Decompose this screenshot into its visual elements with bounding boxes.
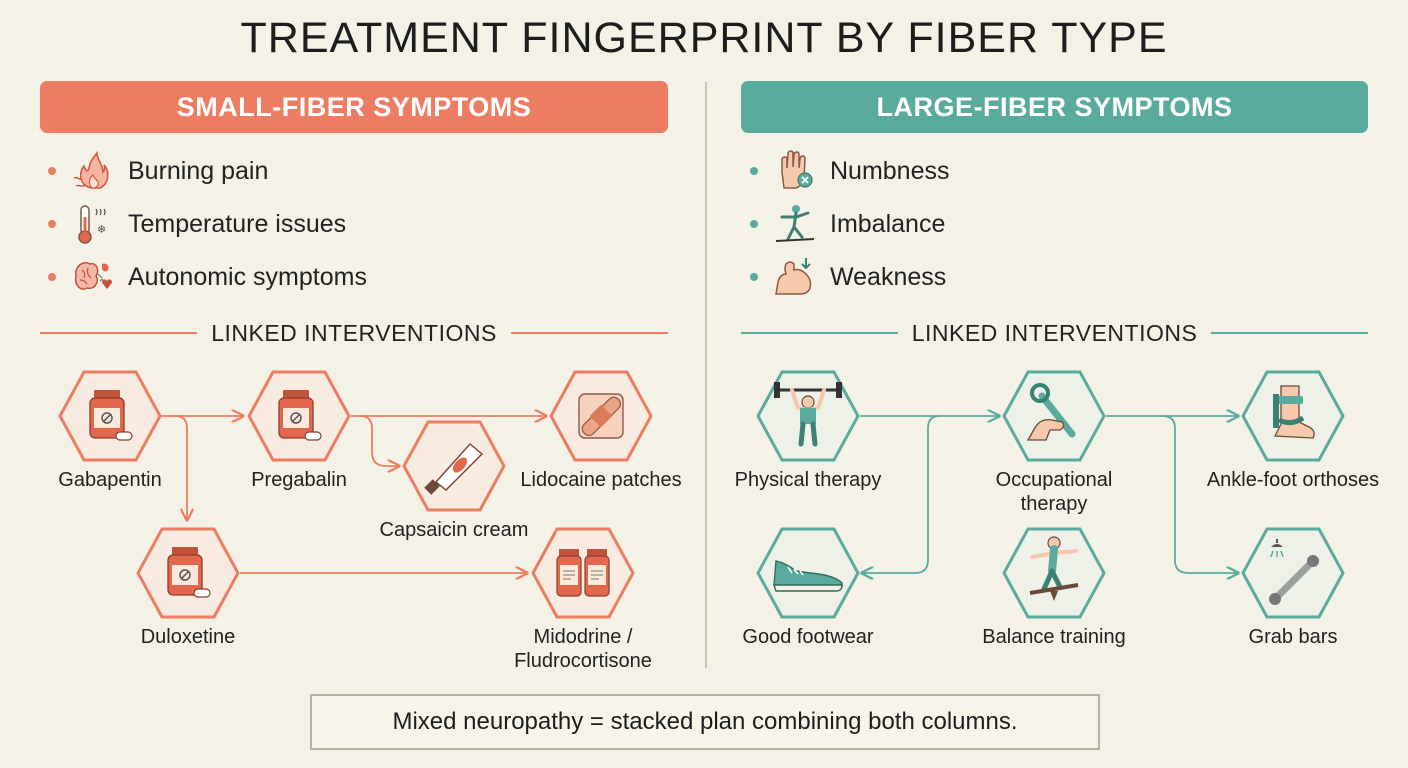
section-rule — [40, 332, 198, 334]
small-linked-interventions-header: LINKED INTERVENTIONS — [40, 318, 669, 348]
section-rule — [1211, 332, 1369, 334]
symptom-label: Imbalance — [830, 209, 946, 238]
bullet — [48, 273, 56, 281]
section-rule — [741, 332, 898, 334]
symptom-item: Burning pain — [48, 148, 367, 194]
bullet — [750, 273, 758, 281]
intervention-label: Lidocaine patches — [520, 469, 682, 491]
balance-board-icon — [1002, 527, 1106, 619]
flame-nerve-icon — [73, 150, 109, 189]
small-fiber-arrows — [161, 416, 546, 573]
arrow-to-footwear — [862, 415, 941, 573]
bullet — [750, 220, 758, 228]
intervention-label: Duloxetine — [140, 626, 236, 648]
footer-note: Mixed neuropathy = stacked plan combinin… — [310, 694, 1100, 750]
intervention-node-pregabalin — [247, 370, 351, 467]
page-title: TREATMENT FINGERPRINT BY FIBER TYPE — [240, 14, 1168, 62]
sneaker-icon — [756, 527, 860, 619]
intervention-node-good-footwear — [756, 527, 860, 624]
small-fiber-heading: SMALL-FIBER SYMPTOMS — [40, 81, 668, 133]
cream-tube-icon — [402, 420, 506, 512]
hand-numb-icon — [781, 150, 813, 189]
arm-muscle-icon — [775, 258, 812, 295]
intervention-label: Pregabalin — [251, 469, 347, 491]
weightlifter-icon — [756, 370, 860, 462]
symptom-label: Weakness — [830, 262, 947, 291]
wrench-hand-icon — [1002, 370, 1106, 462]
intervention-node-lidocaine — [549, 370, 653, 467]
symptom-item: ❄ Temperature issues — [48, 201, 367, 247]
large-fiber-heading: LARGE-FIBER SYMPTOMS — [741, 81, 1368, 133]
symptom-label: Temperature issues — [128, 209, 347, 238]
symptom-label: Autonomic symptoms — [128, 262, 367, 291]
balance-walker-icon — [775, 205, 815, 242]
symptom-label: Burning pain — [128, 156, 269, 185]
intervention-label: Physical therapy — [734, 469, 882, 491]
intervention-node-capsaicin — [402, 420, 506, 517]
organs-icon — [74, 262, 112, 290]
bandage-patch-icon — [549, 370, 653, 462]
pill-bottle-icon — [247, 370, 351, 462]
bullet — [750, 167, 758, 175]
ankle-brace-icon — [1241, 370, 1345, 462]
intervention-node-ankle-foot-orthoses — [1241, 370, 1345, 467]
intervention-label: Midodrine / Fludrocortisone — [514, 626, 652, 672]
column-divider — [705, 82, 707, 668]
symptom-item: Numbness — [750, 148, 950, 194]
intervention-label: Occupational therapy — [995, 469, 1113, 515]
intervention-label: Gabapentin — [58, 469, 162, 491]
intervention-label: Balance training — [982, 626, 1126, 648]
large-fiber-arrows — [860, 416, 1238, 573]
section-label: LINKED INTERVENTIONS — [211, 319, 497, 346]
small-fiber-symptom-list: Burning pain ❄ Temperature issues Autono… — [48, 148, 367, 300]
large-linked-interventions-header: LINKED INTERVENTIONS — [741, 318, 1369, 348]
intervention-node-gabapentin — [58, 370, 162, 467]
intervention-node-balance-training — [1002, 527, 1106, 624]
thermometer-icon: ❄ — [78, 205, 106, 244]
symptom-label: Numbness — [830, 156, 950, 185]
intervention-node-physical-therapy — [756, 370, 860, 467]
intervention-label: Ankle-foot orthoses — [1206, 469, 1380, 491]
intervention-label: Good footwear — [742, 626, 874, 648]
grab-bar-icon — [1241, 527, 1345, 619]
symptom-item: Weakness — [750, 254, 950, 300]
intervention-node-occupational-therapy — [1002, 370, 1106, 467]
section-label: LINKED INTERVENTIONS — [911, 319, 1198, 346]
intervention-label: Grab bars — [1248, 626, 1338, 648]
bullet — [48, 220, 56, 228]
pill-bottle-icon — [58, 370, 162, 462]
pill-bottle-icon — [136, 527, 240, 619]
intervention-node-grab-bars — [1241, 527, 1345, 624]
bullet — [48, 167, 56, 175]
symptom-item: Imbalance — [750, 201, 950, 247]
svg-text:❄: ❄ — [97, 223, 106, 236]
intervention-node-duloxetine — [136, 527, 240, 624]
section-rule — [510, 332, 669, 334]
intervention-label: Capsaicin cream — [379, 519, 529, 541]
intervention-node-midodrine — [531, 527, 635, 624]
large-fiber-symptom-list: Numbness Imbalance Weakness — [750, 148, 950, 300]
arrow-to-grab-bars — [1161, 415, 1238, 573]
arrow-pregabalin-capsaicin — [359, 415, 399, 466]
symptom-item: Autonomic symptoms — [48, 254, 367, 300]
arrow-gabapentin-duloxetine — [174, 415, 187, 520]
medicine-bottles-icon — [531, 527, 635, 619]
